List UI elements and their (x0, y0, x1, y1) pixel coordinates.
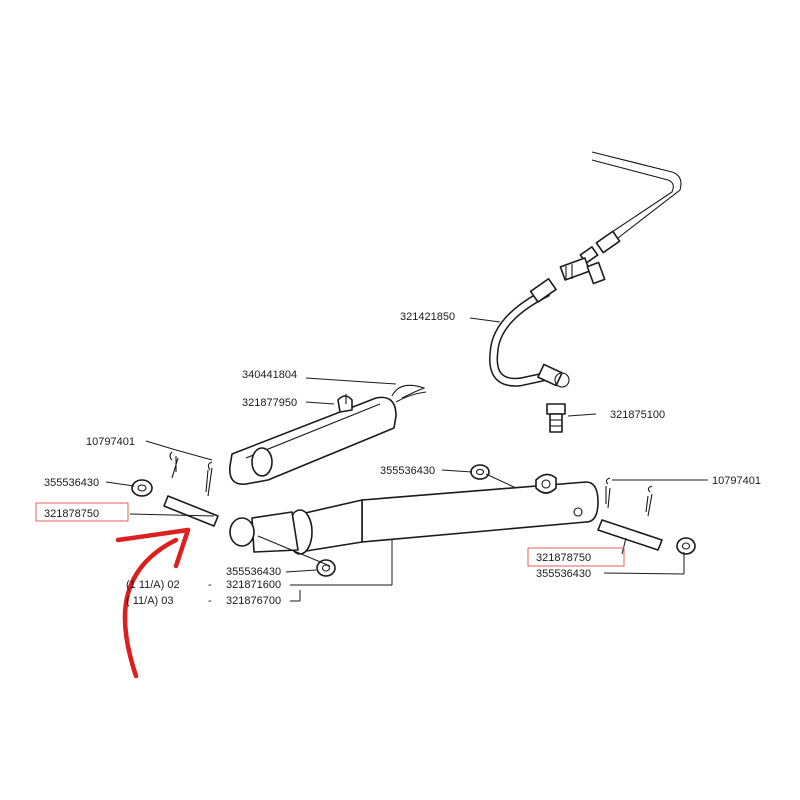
label-pin-left: 321878750 (44, 508, 99, 520)
leader-lines (105, 317, 708, 602)
tee-fitting (559, 257, 606, 285)
label-washer-right: 355536430 (536, 568, 591, 580)
label-fitting: 321875100 (610, 409, 665, 421)
label-split-pin-right: 10797401 (712, 475, 761, 487)
highlight-box-right (527, 547, 625, 567)
label-cylinder-a: 321871600 (226, 579, 281, 591)
label-variant-a-dash: - (208, 579, 212, 591)
left-pin-assembly (131, 451, 219, 527)
right-pin-assembly (597, 477, 696, 555)
cotter-clip (391, 384, 427, 403)
straight-fitting (546, 403, 566, 433)
label-variant-a-ref: (1 11/A) 02 (126, 579, 180, 591)
label-variant-b-ref: ( 11/A) 03 (126, 595, 174, 607)
label-variant-b-dash: - (208, 595, 212, 607)
label-cylinder-b: 321876700 (226, 595, 281, 607)
label-bracket: 321877950 (242, 397, 297, 409)
label-split-pin-left: 10797401 (86, 436, 135, 448)
label-clip: 340441804 (242, 369, 297, 381)
hydraulic-cylinder (229, 473, 599, 555)
label-hose: 321421850 (400, 311, 455, 323)
hydraulic-pipe (579, 151, 682, 264)
part-labels: 321421850 340441804 321877950 321875100 … (44, 311, 761, 607)
highlight-box-left (35, 502, 129, 522)
mounting-bracket (229, 394, 397, 485)
label-pin-right: 321878750 (536, 552, 591, 564)
red-arrow-annotation (115, 527, 191, 679)
label-washer-mid: 355536430 (380, 465, 435, 477)
label-washer-lower: 355536430 (226, 566, 281, 578)
label-washer-left: 355536430 (44, 477, 99, 489)
flexible-hose (489, 277, 570, 388)
